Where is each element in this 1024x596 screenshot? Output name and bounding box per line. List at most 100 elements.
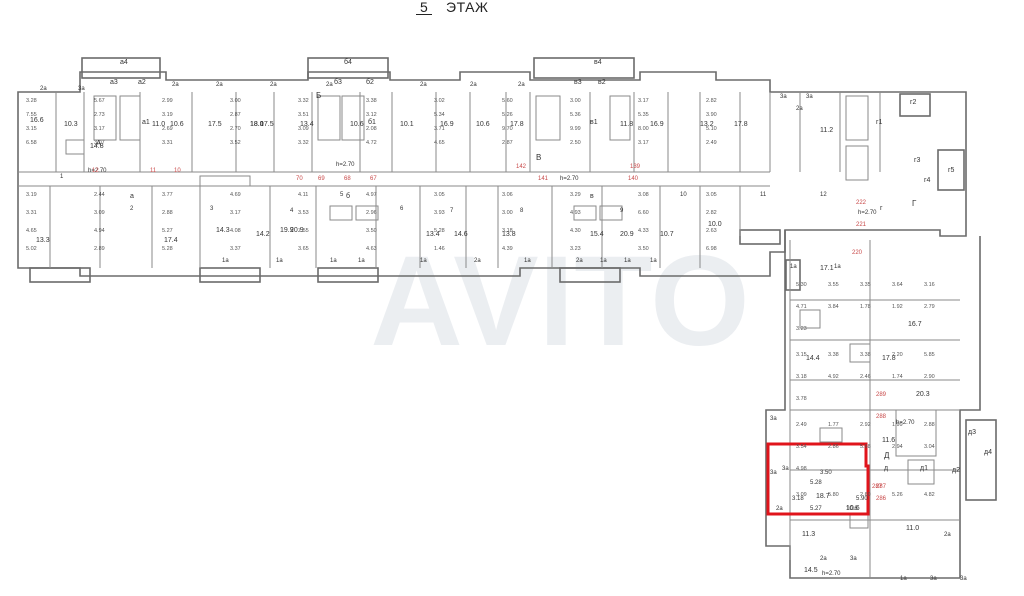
room-code: 1а <box>330 258 337 264</box>
apartment-id: 12 <box>92 168 99 174</box>
dimension-label: 3.08 <box>638 192 649 198</box>
room-code: 1а <box>834 264 841 270</box>
room-area: 14.5 <box>804 567 818 574</box>
highlighted-apartment-labels: 287 3а 5.28 18.7 5.27 3.18 5.90 10.6 3.5… <box>770 470 883 512</box>
apartment-id: 287 <box>876 484 887 490</box>
dimension-label: 4.65 <box>26 228 37 234</box>
section-label-v: в <box>590 193 594 200</box>
room-code: 1а <box>222 258 229 264</box>
entrance-letters: А Б В Г Д <box>96 91 917 460</box>
room-code: 2а <box>40 86 47 92</box>
dimension-label: 4.65 <box>434 140 445 146</box>
highlight-dim: 3.18 <box>792 496 804 502</box>
dimension-label: 4.92 <box>828 374 839 380</box>
room-code: 1а <box>420 258 427 264</box>
dimension-label: 3.17 <box>230 210 241 216</box>
dimension-label: 3.51 <box>298 112 309 118</box>
dimension-label: 2.63 <box>706 228 717 234</box>
dimension-label: 5.60 <box>502 98 513 104</box>
lobby-v3: в3 <box>574 79 582 86</box>
apartment-id: 286 <box>876 496 887 502</box>
dimension-label: 6.98 <box>706 246 717 252</box>
highlighted-apartment-outline[interactable] <box>766 442 870 516</box>
apartment-id: 70 <box>296 176 303 182</box>
room-code: 1а <box>600 258 607 264</box>
dimension-label: 3.00 <box>230 98 241 104</box>
dimension-label: 3.05 <box>706 192 717 198</box>
stair-g1: г1 <box>876 119 883 126</box>
section-label-b: б <box>346 192 350 200</box>
dimension-label: 4.82 <box>924 492 935 498</box>
dimension-label: 1.77 <box>828 422 839 428</box>
apartment-id: 221 <box>856 222 867 228</box>
dimension-label: 2.82 <box>706 98 717 104</box>
dimension-label: 4.97 <box>366 192 377 198</box>
dimension-label: 1.92 <box>892 304 903 310</box>
dimension-label: 5.28 <box>162 246 173 252</box>
lobby-d4: д4 <box>984 449 992 456</box>
dimension-label: 3.38 <box>860 352 871 358</box>
dimension-label: 3.07 <box>94 140 105 146</box>
dimension-label: 5.80 <box>828 492 839 498</box>
dimension-label: 2.49 <box>706 140 717 146</box>
ceiling-height: h=2.70 <box>858 210 877 216</box>
room-area: 16.9 <box>650 121 664 128</box>
room-area: 10.6 <box>170 121 184 128</box>
room-area: 11.0 <box>906 525 919 532</box>
dimension-label: 3.93 <box>434 210 445 216</box>
highlight-area: 18.7 <box>816 493 830 500</box>
room-area: 20.9 <box>620 231 634 238</box>
dimension-label: 3.35 <box>860 282 871 288</box>
stair-d1: д1 <box>920 465 928 472</box>
dimension-label: 4.63 <box>366 246 377 252</box>
dimension-label: 3.09 <box>298 126 309 132</box>
room-code: 2а <box>270 82 277 88</box>
dimension-label: 3.15 <box>796 352 807 358</box>
lobby-b4: б4 <box>344 58 352 66</box>
dimension-label: 2.08 <box>366 126 377 132</box>
room-area: 11.3 <box>802 531 815 538</box>
dimension-label: 5.28 <box>434 228 445 234</box>
dimension-label: 4.93 <box>570 210 581 216</box>
room-area: 17.5 <box>260 121 274 128</box>
room-area: 16.7 <box>908 321 922 328</box>
dimension-label: 2.82 <box>706 210 717 216</box>
room-code: 2а <box>776 506 783 512</box>
dimension-label: 2.50 <box>570 140 581 146</box>
room-area: 10.0 <box>708 221 722 228</box>
dimension-label: 3.23 <box>796 326 807 332</box>
room-area: 17.8 <box>734 121 748 128</box>
building-walls <box>17 57 997 579</box>
interior-walls <box>18 92 960 578</box>
dimension-label: 3.15 <box>26 126 37 132</box>
lobby-v2: в2 <box>598 79 606 86</box>
room-code: 2а <box>518 82 525 88</box>
room-code: 3а <box>780 94 787 100</box>
highlight-apartment-id: 287 <box>872 484 883 490</box>
dimension-label: 2.87 <box>502 140 513 146</box>
apartment-id: 288 <box>876 414 887 420</box>
room-number: 3 <box>210 206 214 212</box>
room-area: 17.8 <box>882 355 896 362</box>
dimension-label: 3.09 <box>796 492 807 498</box>
ceiling-height: h=2.70 <box>896 420 915 426</box>
stair-b1: б1 <box>368 118 376 126</box>
room-area: 14.8 <box>90 143 104 150</box>
highlight-dim: 5.27 <box>810 506 822 512</box>
dimension-label: 5.85 <box>924 352 935 358</box>
dimension-label: 5.67 <box>94 98 105 104</box>
dimension-label: 7.55 <box>298 228 309 234</box>
dimension-label: 3.06 <box>502 192 513 198</box>
room-code: 1а <box>358 258 365 264</box>
room-code: 2а <box>820 556 827 562</box>
apartment-id: 220 <box>852 250 863 256</box>
apartment-id: 11 <box>150 168 157 174</box>
highlight-room-code: 3а <box>770 470 777 476</box>
room-number: 9 <box>620 208 624 214</box>
room-number: 8 <box>520 208 524 214</box>
dimension-label: 3.71 <box>434 126 445 132</box>
dimension-label: 3.50 <box>638 246 649 252</box>
dimension-label: 3.18 <box>502 228 513 234</box>
dimension-label: 2.70 <box>230 126 241 132</box>
dimension-label: 6.58 <box>26 140 37 146</box>
